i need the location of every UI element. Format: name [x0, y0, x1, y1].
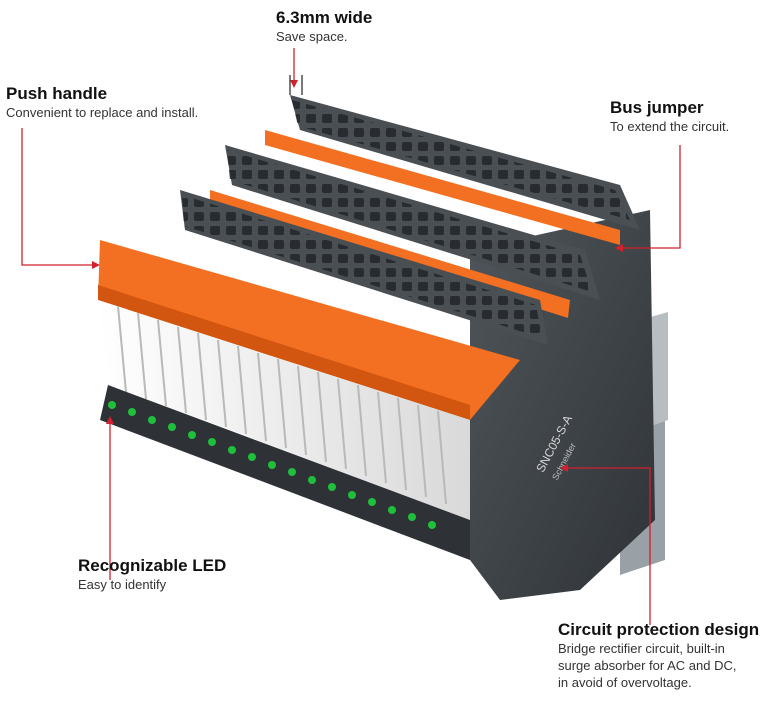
push-handle-desc: Convenient to replace and install. — [6, 105, 199, 120]
terminal-row-back-holes — [292, 100, 630, 220]
led-base-strip — [100, 385, 470, 560]
led-desc: Easy to identify — [78, 577, 167, 592]
callout-bus-jumper: Bus jumper To extend the circuit. — [610, 98, 729, 135]
callout-circuit: Circuit protection design Bridge rectifi… — [558, 620, 759, 691]
callout-push-handle: Push handle Convenient to replace and in… — [6, 84, 198, 121]
push-handle-strip-shade — [98, 285, 470, 420]
terminal-row-front-holes — [182, 195, 542, 338]
circuit-desc-line-2: surge absorber for AC and DC, — [558, 658, 737, 673]
width-desc: Save space. — [276, 29, 348, 44]
terminal-row-middle-holes — [227, 150, 592, 292]
leader-lines — [21, 48, 681, 625]
bus-jumper-desc: To extend the circuit. — [610, 119, 730, 134]
led-title: Recognizable LED — [78, 556, 227, 575]
push-handle-title: Push handle — [6, 84, 108, 103]
callout-width: 6.3mm wide Save space. — [276, 8, 372, 45]
push-handle-strip — [98, 240, 520, 420]
circuit-title: Circuit protection design — [558, 620, 760, 639]
relay-dividers — [117, 305, 447, 505]
circuit-desc-line-3: in avoid of overvoltage. — [558, 675, 692, 690]
relay-bank — [98, 300, 470, 520]
orange-bus-back — [265, 130, 620, 245]
circuit-desc-line-1: Bridge rectifier circuit, built-in — [558, 641, 725, 656]
width-title: 6.3mm wide — [276, 8, 373, 27]
led-indicators — [108, 401, 436, 529]
callout-led: Recognizable LED Easy to identify — [78, 556, 226, 593]
bus-jumper-title: Bus jumper — [610, 98, 704, 117]
